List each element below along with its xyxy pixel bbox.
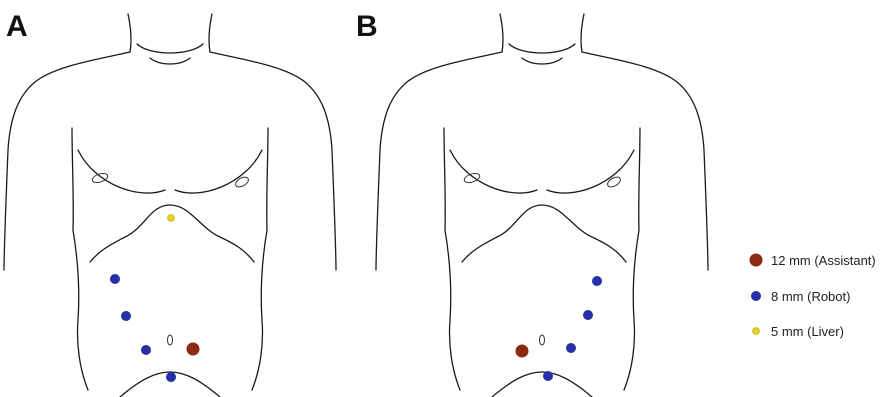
port-marker-liver (168, 215, 175, 222)
torso-outline-a (4, 14, 336, 397)
port-marker-robot (583, 310, 593, 320)
port-marker-robot (592, 276, 602, 286)
port-marker-robot (166, 372, 176, 382)
legend-swatch-assistant (750, 254, 763, 267)
panel-a: A (4, 10, 336, 397)
legend-item-assistant: 12 mm (Assistant) (750, 253, 876, 268)
panel-b-label: B (356, 10, 378, 43)
panel-a-label: A (6, 10, 28, 43)
ports-panel-a (110, 215, 200, 383)
panel-b: B (356, 10, 708, 397)
legend-item-liver: 5 mm (Liver) (753, 324, 844, 339)
legend-label-assistant: 12 mm (Assistant) (771, 253, 876, 268)
port-marker-robot (141, 345, 151, 355)
port-marker-robot (121, 311, 131, 321)
legend-label-liver: 5 mm (Liver) (771, 324, 844, 339)
legend-swatch-liver (753, 328, 760, 335)
legend-label-robot: 8 mm (Robot) (771, 289, 850, 304)
legend: 12 mm (Assistant) 8 mm (Robot) 5 mm (Liv… (750, 253, 876, 339)
legend-swatch-robot (751, 291, 761, 301)
port-marker-robot (543, 371, 553, 381)
legend-item-robot: 8 mm (Robot) (751, 289, 850, 304)
port-marker-assistant (516, 345, 529, 358)
ports-panel-b (516, 276, 603, 381)
port-marker-robot (110, 274, 120, 284)
torso-outline-b (376, 14, 708, 397)
port-marker-assistant (187, 343, 200, 356)
port-marker-robot (566, 343, 576, 353)
